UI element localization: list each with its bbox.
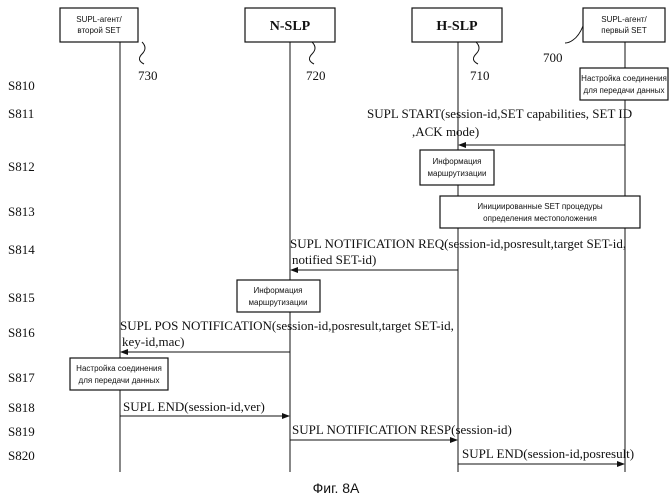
- step-label: S814: [8, 242, 35, 257]
- step-label: S810: [8, 78, 35, 93]
- step-label: S816: [8, 325, 35, 340]
- message-label: SUPL END(session-id,ver): [123, 399, 265, 414]
- message-label: SUPL NOTIFICATION RESP(session-id): [292, 422, 512, 437]
- box-s817: Настройка соединения для передачи данных: [70, 358, 168, 390]
- message-label: SUPL POS NOTIFICATION(session-id,posresu…: [120, 318, 454, 333]
- message-label: ,ACK mode): [412, 124, 479, 139]
- leader-line: [565, 26, 583, 43]
- step-label: S820: [8, 448, 35, 463]
- box-text: Настройка соединения: [581, 74, 667, 83]
- entity-second-set: SUPL-агент/ второй SET: [60, 8, 138, 42]
- reference-numeral: 730: [138, 68, 158, 83]
- box-text: определения местоположения: [483, 214, 597, 223]
- box-text: маршрутизации: [428, 169, 487, 178]
- box-text: Инициированные SET процедуры: [477, 202, 603, 211]
- entity-label: SUPL-агент/: [76, 15, 122, 24]
- box-text: Настройка соединения: [76, 364, 162, 373]
- step-label: S819: [8, 424, 35, 439]
- reference-numeral: 700: [543, 50, 563, 65]
- step-label: S818: [8, 400, 35, 415]
- step-label: S812: [8, 159, 35, 174]
- message-label: SUPL NOTIFICATION REQ(session-id,posresu…: [290, 236, 626, 251]
- box-s813: Инициированные SET процедуры определения…: [440, 196, 640, 228]
- step-label: S817: [8, 370, 35, 385]
- step-label: S813: [8, 204, 35, 219]
- box-s810: Настройка соединения для передачи данных: [580, 68, 668, 100]
- entity-label: второй SET: [77, 26, 120, 35]
- reference-numeral: 720: [306, 68, 326, 83]
- box-text: маршрутизации: [249, 298, 308, 307]
- step-label: S815: [8, 290, 35, 305]
- leader-line: [139, 42, 145, 64]
- box-s812: Информация маршрутизации: [420, 150, 494, 185]
- box-text: для передачи данных: [584, 86, 665, 95]
- leader-line: [473, 42, 479, 64]
- entity-h-slp: H-SLP: [412, 8, 502, 42]
- entity-label: N-SLP: [270, 19, 311, 34]
- box-text: Информация: [433, 157, 482, 166]
- entity-n-slp: N-SLP: [245, 8, 335, 42]
- message-label: SUPL END(session-id,posresult): [462, 446, 634, 461]
- box-s815: Информация маршрутизации: [237, 280, 320, 312]
- entity-label: H-SLP: [436, 19, 478, 34]
- figure-caption: Фиг. 8А: [313, 480, 360, 496]
- message-label: SUPL START(session-id,SET capabilities, …: [367, 106, 632, 121]
- box-text: для передачи данных: [79, 376, 160, 385]
- entity-label: первый SET: [601, 26, 647, 35]
- message-label: key-id,mac): [122, 334, 184, 349]
- reference-numeral: 710: [470, 68, 490, 83]
- box-text: Информация: [254, 286, 303, 295]
- step-label: S811: [8, 106, 34, 121]
- entity-first-set: SUPL-агент/ первый SET: [583, 8, 665, 42]
- entity-label: SUPL-агент/: [601, 15, 647, 24]
- message-label: notified SET-id): [292, 252, 376, 267]
- leader-line: [309, 42, 315, 64]
